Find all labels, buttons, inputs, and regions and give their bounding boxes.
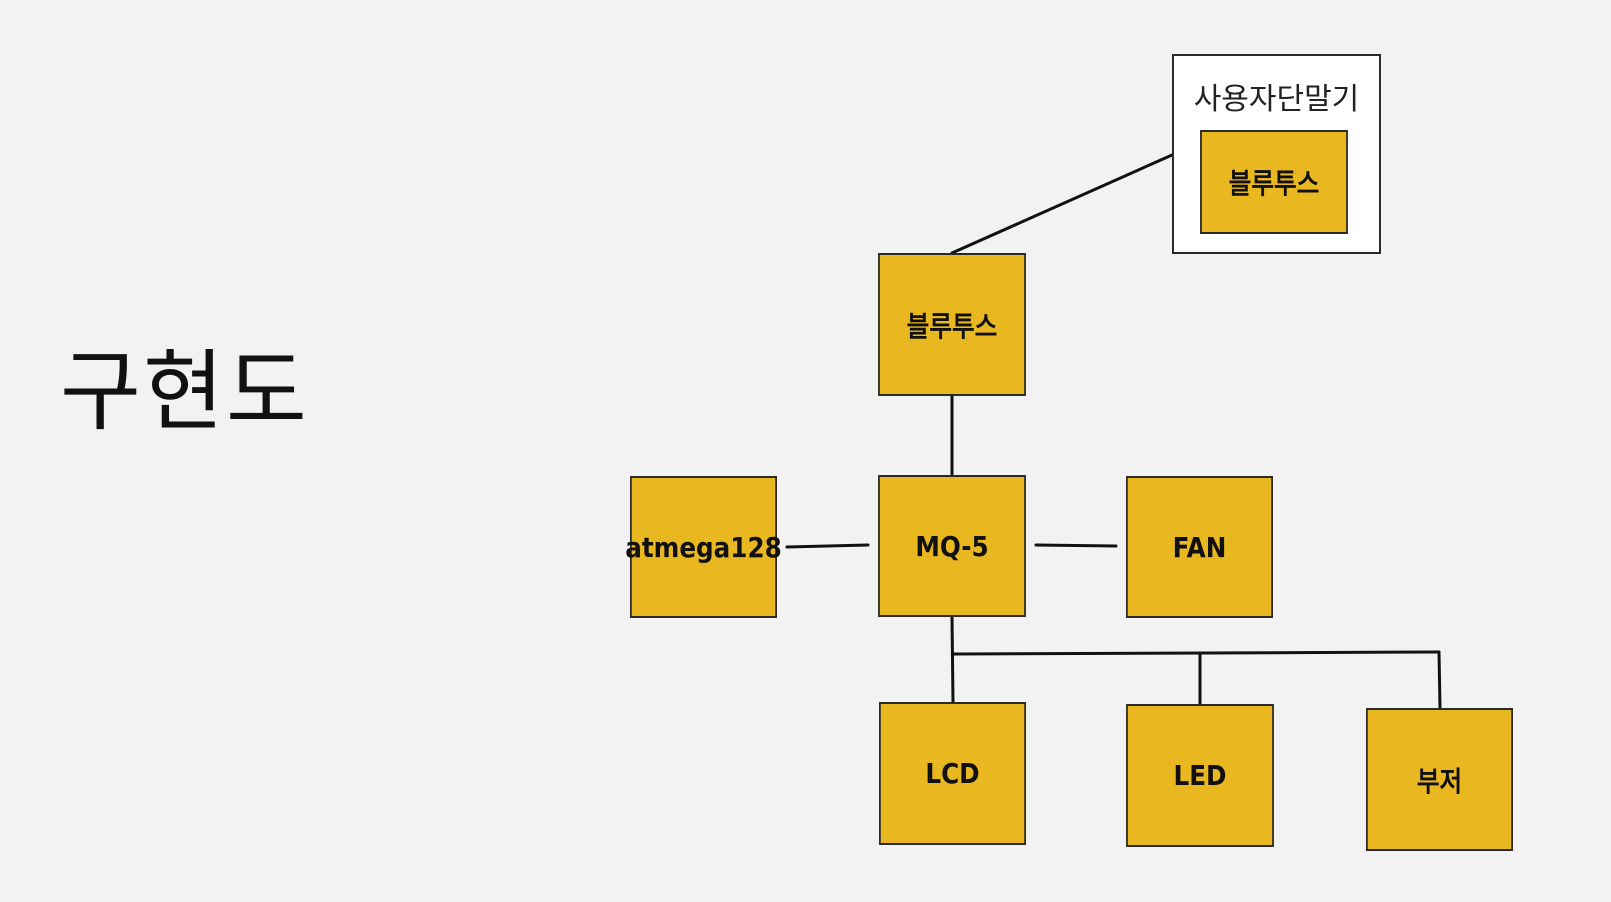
mq5-sensor-label: MQ-5	[915, 529, 989, 563]
terminal-bluetooth-label: 블루투스	[1228, 167, 1320, 200]
link-mq5-bus	[950, 615, 955, 704]
user-terminal-label: 사용자단말기	[1193, 82, 1360, 117]
bluetooth-module: 블루투스	[878, 253, 1026, 396]
link-mq5-fan	[1034, 543, 1118, 548]
terminal-bluetooth-module: 블루투스	[1200, 130, 1348, 234]
buzzer-module: 부저	[1366, 708, 1513, 851]
bluetooth-module-label: 블루투스	[906, 309, 998, 343]
slide-title: 구현도	[60, 340, 309, 443]
lcd-module-label: LCD	[925, 757, 980, 790]
fan-module-label: FAN	[1172, 530, 1227, 564]
link-bus-buzzer	[1437, 650, 1442, 710]
user-terminal-frame: 사용자단말기 블루투스	[1172, 54, 1381, 254]
atmega-mcu: atmega128	[625, 476, 782, 618]
atmega-mcu-label: atmega128	[625, 530, 782, 564]
buzzer-module-label: 부저	[1416, 764, 1463, 798]
led-module-label: LED	[1173, 759, 1227, 792]
led-module: LED	[1126, 704, 1274, 847]
fan-module: FAN	[1126, 476, 1273, 618]
link-terminal-bluetooth	[950, 153, 1174, 255]
link-output-bus	[951, 650, 1441, 656]
link-atmega-mq5	[785, 543, 870, 549]
mq5-sensor: MQ-5	[878, 475, 1026, 617]
lcd-module: LCD	[879, 702, 1026, 845]
